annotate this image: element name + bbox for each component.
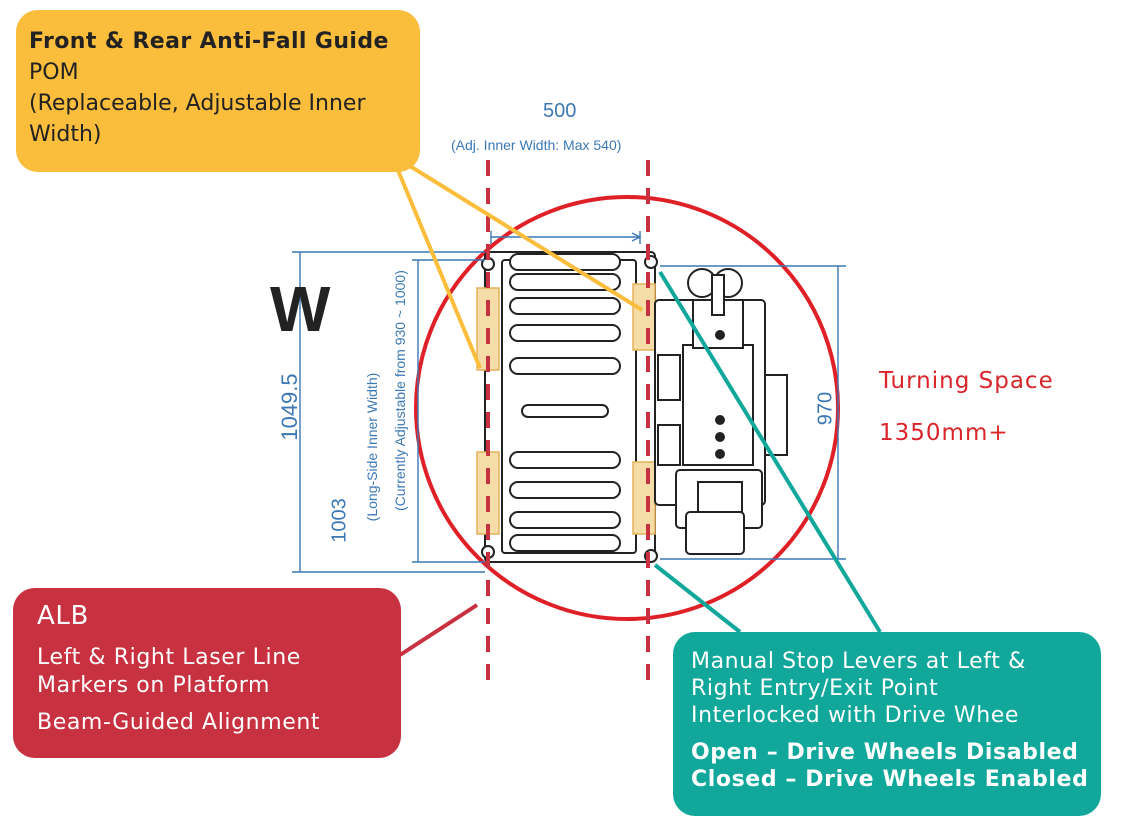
- alb-line3: Beam-Guided Alignment: [37, 710, 321, 735]
- laser-lines: [486, 160, 650, 682]
- anti-fall-note-line2: Width): [29, 122, 102, 147]
- inner-width-dimension: 500: [543, 100, 577, 122]
- anti-fall-note-line1: (Replaceable, Adjustable Inner: [29, 91, 366, 116]
- turning-space-value: 1350mm+: [879, 420, 1009, 446]
- long-side-label: (Long-Side Inner Width): [364, 372, 380, 522]
- anti-fall-material: POM: [29, 60, 79, 85]
- alb-line2: Markers on Platform: [37, 673, 271, 698]
- anti-fall-guide-callout: Front & Rear Anti-Fall Guide POM (Replac…: [16, 10, 420, 172]
- long-side-inner-dimension: 1003: [328, 498, 351, 543]
- stop-levers-callout: Manual Stop Levers at Left & Right Entry…: [673, 632, 1101, 816]
- turning-space-label: Turning Space: [879, 368, 1054, 394]
- alb-title: ALB: [37, 601, 89, 631]
- dimension-lines: [292, 231, 846, 573]
- direction-letter: W: [270, 273, 331, 345]
- stop-line3: Interlocked with Drive Whee: [691, 703, 1020, 728]
- stop-open-state: Open – Drive Wheels Disabled: [691, 740, 1079, 765]
- stop-line1: Manual Stop Levers at Left &: [691, 649, 1026, 674]
- drive-unit: [654, 268, 788, 555]
- anti-fall-heading: Front & Rear Anti-Fall Guide: [29, 29, 389, 54]
- long-side-adjust-note: (Currently Adjustable from 930 ~ 1000): [392, 270, 408, 511]
- alb-line1: Left & Right Laser Line: [37, 645, 301, 670]
- stop-closed-state: Closed – Drive Wheels Enabled: [691, 767, 1089, 792]
- roller-group: [481, 253, 658, 563]
- overall-length-dimension: 1049.5: [277, 373, 302, 441]
- inner-width-note: (Adj. Inner Width: Max 540): [451, 137, 622, 153]
- alb-callout: ALB Left & Right Laser Line Markers on P…: [13, 588, 401, 758]
- stop-line2: Right Entry/Exit Point: [691, 676, 939, 701]
- frame-length-dimension: 970: [814, 391, 837, 426]
- leader-lines: [393, 161, 882, 657]
